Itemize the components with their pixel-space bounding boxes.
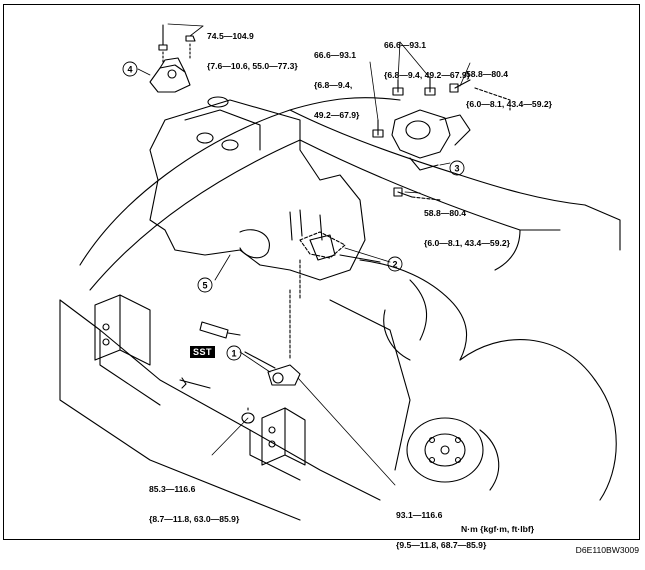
torque-label-bolt-right-lower: 58.8—80.4 {6.0—8.1, 43.4—59.2} bbox=[424, 188, 510, 268]
frame-rail-left bbox=[94, 294, 151, 366]
callout-circle-4 bbox=[122, 61, 138, 77]
callout-3: 3 bbox=[454, 164, 459, 174]
engine-block bbox=[149, 96, 366, 281]
callout-circle-5 bbox=[197, 277, 213, 293]
torque-value-alt: {8.7—11.8, 63.0—85.9} bbox=[149, 514, 240, 524]
torque-value-alt: 49.2—67.9} bbox=[314, 110, 360, 120]
torque-value-alt: {9.5—11.8, 68.7—85.9} bbox=[396, 540, 487, 550]
torque-value-alt: {6.0—8.1, 43.4—59.2} bbox=[466, 99, 552, 109]
torque-label-bolt-lower-center: 93.1—116.6 {9.5—11.8, 68.7—85.9} bbox=[396, 490, 486, 570]
units-note: N·m {kgf·m, ft·lbf} bbox=[461, 524, 535, 534]
callout-circle-1 bbox=[226, 345, 242, 361]
engine-mount-4 bbox=[149, 24, 196, 93]
callout-1: 1 bbox=[231, 349, 236, 359]
leader-lines bbox=[137, 23, 471, 486]
callout-circle-2 bbox=[387, 256, 403, 272]
figure-code: D6E110BW3009 bbox=[575, 545, 639, 555]
torque-value: 58.8—80.4 bbox=[466, 69, 509, 79]
callout-circle-3 bbox=[449, 160, 465, 176]
sst-badge: SST bbox=[190, 346, 216, 358]
torque-value: 58.8—80.4 bbox=[424, 208, 467, 218]
transmission-mount-2 bbox=[299, 231, 381, 301]
torque-value-alt: {7.6—10.6, 55.0—77.3} bbox=[207, 61, 298, 71]
callout-2: 2 bbox=[392, 260, 397, 270]
torque-label-nut-left: 66.6—93.1 {6.8—9.4, 49.2—67.9} bbox=[314, 30, 359, 140]
callout-4: 4 bbox=[127, 65, 132, 75]
torque-label-bolt-lower-left: 85.3—116.6 {8.7—11.8, 63.0—85.9} bbox=[149, 464, 239, 544]
wheel-hub bbox=[406, 417, 500, 491]
torque-value-alt: {6.8—9.4, bbox=[314, 80, 353, 90]
torque-value: 66.6—93.1 bbox=[314, 50, 357, 60]
torque-label-nut-top: 66.6—93.1 {6.8—9.4, 49.2—67.9} bbox=[384, 20, 470, 100]
torque-label-bolt-right-upper: 58.8—80.4 {6.0—8.1, 43.4—59.2} bbox=[466, 49, 552, 129]
torque-value: 93.1—116.6 bbox=[396, 510, 443, 520]
diagram-frame bbox=[3, 4, 640, 540]
vehicle-body bbox=[59, 97, 621, 521]
engine-mount-3 bbox=[372, 77, 511, 201]
torque-value-alt: {6.0—8.1, 43.4—59.2} bbox=[424, 238, 510, 248]
torque-rod-1 bbox=[179, 289, 301, 424]
torque-value-alt: {6.8—9.4, 49.2—67.9} bbox=[384, 70, 470, 80]
callout-circles bbox=[122, 61, 465, 361]
callout-5: 5 bbox=[202, 281, 207, 291]
torque-value: 66.6—93.1 bbox=[384, 40, 427, 50]
torque-label-mount4: 74.5—104.9 {7.6—10.6, 55.0—77.3} bbox=[207, 11, 298, 91]
torque-value: 74.5—104.9 bbox=[207, 31, 254, 41]
torque-value: 85.3—116.6 bbox=[149, 484, 196, 494]
frame-rail-right bbox=[261, 407, 306, 466]
